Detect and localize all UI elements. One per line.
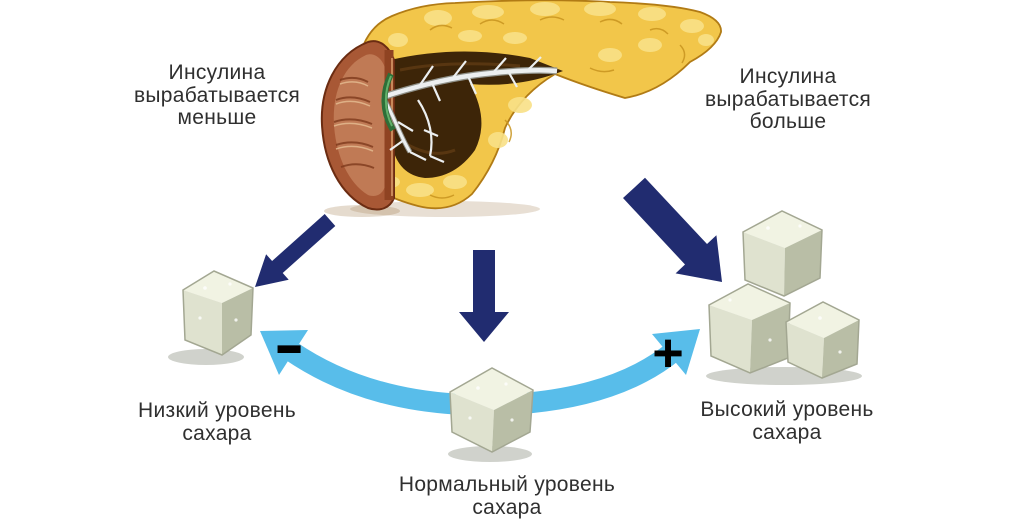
plus-sign: + <box>652 323 684 383</box>
arrow-down-left-icon <box>255 214 336 287</box>
label-insulin-more: Инсулина вырабатывается больше <box>704 65 872 134</box>
duct-branches <box>389 56 542 164</box>
arc-arrow-to-low-icon <box>260 330 456 415</box>
duodenum-fold-lines <box>333 76 375 169</box>
duodenum-fold-highlights <box>333 81 374 152</box>
cube-shadow <box>168 349 244 365</box>
sugar-cube-low <box>168 270 254 365</box>
sugar-cube-bottom-left <box>708 283 791 374</box>
pancreas-shadow <box>350 201 540 217</box>
cube-shadow <box>448 446 532 462</box>
label-sugar-low: Низкий уровень сахара <box>138 399 296 445</box>
arrow-down-right-icon <box>623 177 722 282</box>
sugar-grains <box>468 382 514 422</box>
minus-sign: − <box>275 309 303 387</box>
arc-left-head-icon <box>260 330 308 375</box>
sugar-cube-normal <box>448 367 534 462</box>
bile-duct-highlight <box>384 75 393 127</box>
duodenum-inner-folds <box>333 54 385 196</box>
label-sugar-normal: Нормальный уровень сахара <box>398 473 616 519</box>
sugar-cube-high-cluster <box>706 210 862 385</box>
arrow-down-icon <box>459 250 509 342</box>
label-sugar-high: Высокий уровень сахара <box>700 398 874 444</box>
pancreas-illustration <box>320 0 722 217</box>
arc-right-shaft-icon <box>526 342 681 414</box>
sugar-cube-bottom-right <box>785 301 860 379</box>
sugar-grains <box>728 224 842 354</box>
arc-arrow-to-high-icon <box>526 329 700 414</box>
sugar-grains <box>198 282 238 322</box>
label-insulin-less: Инсулина вырабатывается меньше <box>133 61 301 130</box>
sugar-cube-top <box>742 210 823 297</box>
arc-right-head-icon <box>652 329 700 375</box>
pancreas-lobule-lines <box>429 16 686 199</box>
arc-left-shaft-icon <box>285 342 456 415</box>
